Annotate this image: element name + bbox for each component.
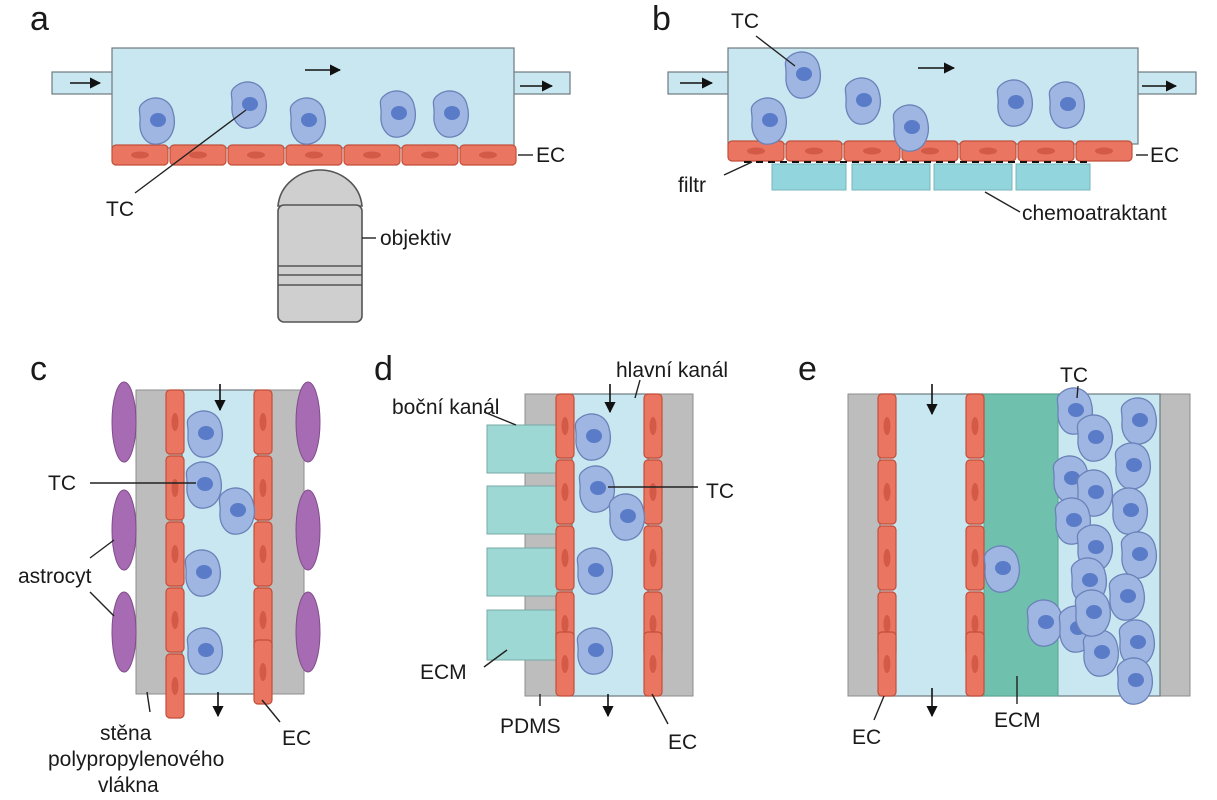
ec-label: EC bbox=[852, 726, 881, 749]
panel-d: d boční kanál hlavní kanál TC ECM bbox=[374, 350, 734, 754]
endothelial-left bbox=[877, 393, 897, 697]
main-channel-label: hlavní kanál bbox=[616, 359, 728, 382]
panel-c: c TC astrocyt stěna bbox=[18, 350, 321, 797]
astrocyte-leader-lower bbox=[89, 591, 115, 617]
panel-e: e TC EC ECM bbox=[798, 350, 1191, 749]
astrocytes bbox=[111, 381, 321, 673]
tc-label: TC bbox=[731, 10, 759, 33]
tc-label: TC bbox=[1060, 364, 1088, 387]
ec-label: EC bbox=[536, 144, 565, 167]
ecm-label: ECM bbox=[994, 709, 1041, 732]
endothelial-right bbox=[643, 393, 663, 697]
endothelial-left bbox=[555, 393, 575, 697]
astrocyte-label: astrocyt bbox=[18, 565, 92, 588]
chemoattractant-label: chemoatraktant bbox=[1022, 202, 1167, 225]
pdms-label: PDMS bbox=[500, 715, 561, 738]
panel-letter-c: c bbox=[30, 350, 47, 388]
outlet-tube bbox=[511, 71, 571, 95]
panel-letter-b: b bbox=[652, 0, 671, 38]
side-channel-leader bbox=[483, 411, 517, 426]
filter-leader bbox=[723, 161, 753, 176]
wall-label-line3: vlákna bbox=[98, 774, 159, 797]
tc-label: TC bbox=[48, 472, 76, 495]
astrocyte-leader-upper bbox=[89, 539, 115, 559]
tc-leader bbox=[1076, 385, 1079, 399]
endothelial-layer bbox=[727, 140, 1133, 162]
tc-leader bbox=[755, 35, 796, 67]
ec-label: EC bbox=[668, 731, 697, 754]
tc-leader bbox=[134, 109, 247, 194]
outlet-tube bbox=[1135, 71, 1197, 95]
objective-lens bbox=[277, 169, 363, 323]
ecm-leader bbox=[483, 649, 508, 668]
endothelial-right bbox=[965, 393, 985, 697]
side-channel-label: boční kanál bbox=[392, 396, 499, 419]
endothelial-layer bbox=[111, 144, 517, 166]
side-channels bbox=[486, 424, 558, 661]
panel-a: a TC EC objektiv bbox=[30, 0, 571, 323]
ec-leader bbox=[873, 695, 885, 721]
panel-b: b TC EC filtr chemoatraktant bbox=[652, 0, 1197, 225]
main-channel-leader bbox=[634, 379, 641, 399]
panel-letter-d: d bbox=[374, 350, 393, 388]
wall-label-line2: polypropylenového bbox=[48, 748, 224, 771]
endothelial-left bbox=[165, 389, 185, 719]
panel-letter-a: a bbox=[30, 0, 49, 38]
wall-label-line1: stěna bbox=[100, 722, 152, 745]
chemoattractant-leader bbox=[984, 191, 1021, 213]
ecm-label: ECM bbox=[420, 661, 467, 684]
objective-label: objektiv bbox=[380, 227, 452, 250]
endothelial-right bbox=[253, 389, 273, 705]
panel-letter-e: e bbox=[798, 350, 817, 388]
ec-leader bbox=[651, 693, 669, 725]
tc-label: TC bbox=[706, 480, 734, 503]
tc-label: TC bbox=[106, 198, 134, 221]
ec-label: EC bbox=[1150, 144, 1179, 167]
ec-label: EC bbox=[282, 727, 311, 750]
ecm-gel bbox=[983, 393, 1059, 697]
ec-leader bbox=[261, 699, 281, 723]
wall-leader bbox=[146, 691, 151, 713]
chemoattractant-wells bbox=[771, 163, 1091, 191]
filter-label: filtr bbox=[678, 174, 706, 197]
